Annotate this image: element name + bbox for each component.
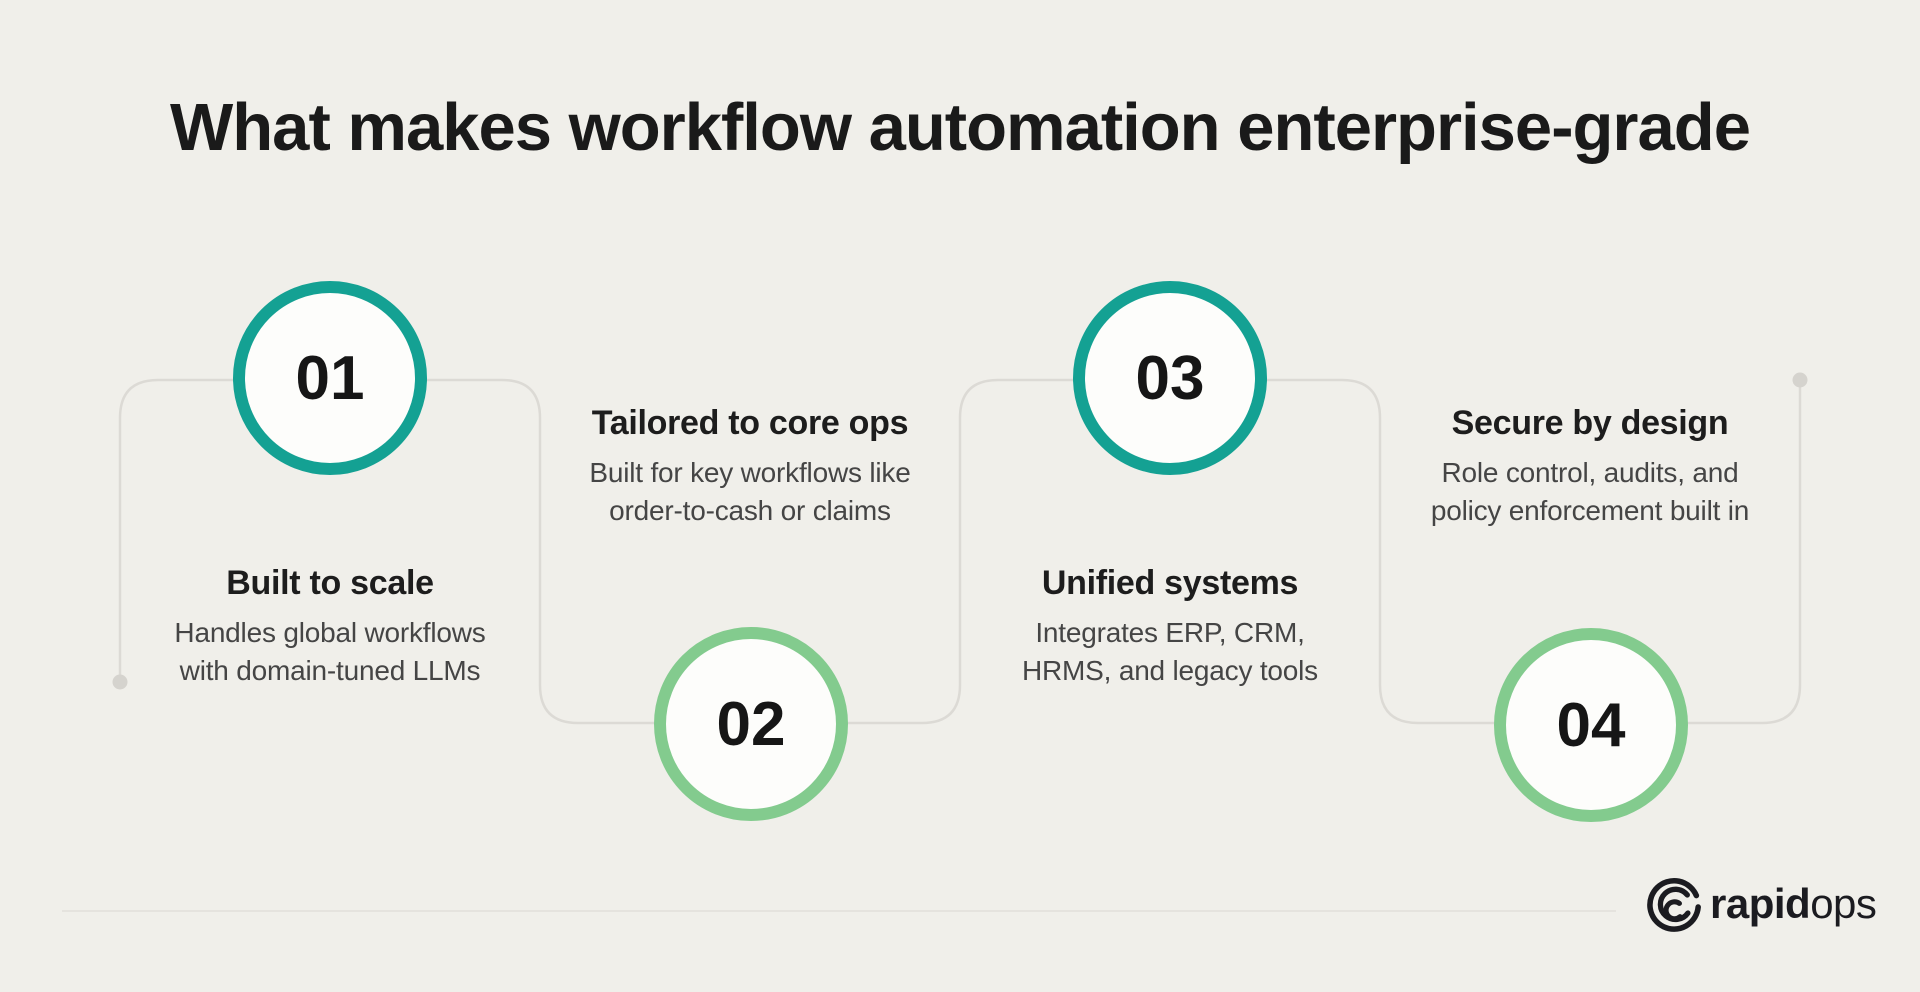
step-1-heading: Built to scale xyxy=(226,564,434,602)
step-1-text: Built to scale Handles global workflows … xyxy=(90,562,570,690)
rapidops-logo-text: rapidops xyxy=(1710,880,1877,928)
step-3-number: 03 xyxy=(1135,343,1205,413)
step-4-circle: 04 xyxy=(1494,628,1688,822)
rapidops-logo-icon xyxy=(1647,878,1701,932)
step-3-text: Unified systems Integrates ERP, CRM, HRM… xyxy=(930,562,1410,690)
step-2-text: Tailored to core ops Built for key workf… xyxy=(510,402,990,530)
logo-text-ops: ops xyxy=(1810,880,1877,927)
page-title: What makes workflow automation enterpris… xyxy=(170,90,1751,165)
logo-text-rapid: rapid xyxy=(1710,880,1811,927)
step-3-circle: 03 xyxy=(1073,281,1267,475)
step-4-text: Secure by design Role control, audits, a… xyxy=(1350,402,1830,530)
step-1-number: 01 xyxy=(295,343,365,413)
step-4-body: Role control, audits, and policy enforce… xyxy=(1430,457,1750,526)
step-1-circle: 01 xyxy=(233,281,427,475)
step-4-number: 04 xyxy=(1556,690,1626,760)
step-3-body: Integrates ERP, CRM, HRMS, and legacy to… xyxy=(1022,617,1318,686)
step-2-body: Built for key workflows like order-to-ca… xyxy=(589,457,911,526)
rapidops-logo: rapidops xyxy=(1645,872,1877,936)
step-1-body: Handles global workflows with domain-tun… xyxy=(174,617,486,686)
footer-divider xyxy=(62,910,1616,912)
path-start-dot xyxy=(112,674,128,690)
step-2-number: 02 xyxy=(716,689,786,759)
step-2-circle: 02 xyxy=(654,627,848,821)
step-3-heading: Unified systems xyxy=(1041,564,1299,602)
step-4-heading: Secure by design xyxy=(1451,404,1729,442)
path-end-dot xyxy=(1792,372,1808,388)
step-2-heading: Tailored to core ops xyxy=(591,404,909,442)
